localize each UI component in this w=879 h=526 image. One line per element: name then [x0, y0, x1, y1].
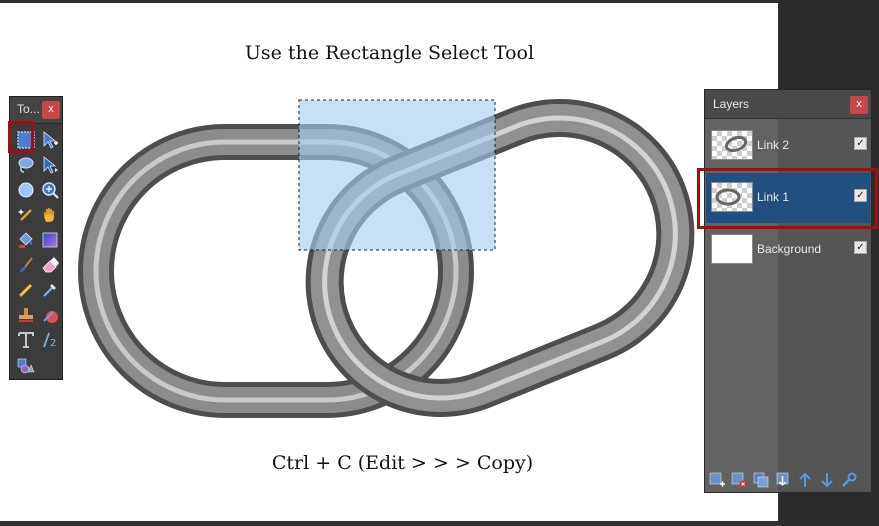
move-layer-down-button[interactable]: [818, 471, 836, 489]
pencil-icon: [18, 283, 33, 297]
pan-hand-icon: [43, 207, 55, 222]
shapes-tool[interactable]: [14, 352, 38, 377]
layer-name: Background: [757, 242, 822, 256]
duplicate-layer-icon: [753, 472, 769, 488]
recolor-tool[interactable]: [38, 302, 62, 327]
add-layer-icon: [709, 472, 725, 487]
eraser-icon: [42, 256, 59, 272]
paint-bucket-icon: [19, 231, 33, 248]
pencil-tool[interactable]: [14, 277, 38, 302]
canvas-area: Use the Rectangle Select Tool Ctrl + C (…: [0, 3, 778, 521]
layers-panel-title: Layers: [713, 97, 750, 111]
zoom-tool[interactable]: [38, 177, 62, 202]
layer-thumbnail: [711, 130, 753, 160]
ellipse-select-icon: [18, 182, 34, 197]
delete-layer-icon: [731, 472, 747, 488]
layer-name: Link 1: [757, 190, 790, 204]
layer-row-link-1[interactable]: Link 1 ✓: [706, 173, 870, 223]
merge-layer-down-icon: [776, 472, 789, 486]
magic-wand-tool[interactable]: [14, 202, 38, 227]
layers-panel: Layers x Link 2 ✓ Link 1 ✓ Background ✓: [704, 89, 872, 493]
line-curve-icon: 2: [43, 332, 56, 349]
clone-stamp-tool[interactable]: [14, 302, 38, 327]
layer-row-background[interactable]: Background ✓: [706, 225, 870, 275]
magic-wand-icon: [18, 208, 32, 221]
lasso-select-icon: [18, 157, 34, 173]
gradient-tool[interactable]: [38, 227, 62, 252]
eraser-tool[interactable]: [38, 252, 62, 277]
gradient-icon: [42, 232, 58, 247]
layer-properties-button[interactable]: [840, 471, 858, 489]
move-selected-icon: [43, 155, 58, 174]
move-layer-up-button[interactable]: [796, 471, 814, 489]
tools-grid: 2: [14, 127, 62, 377]
paintbrush-icon: [20, 256, 33, 272]
delete-layer-button[interactable]: [730, 471, 748, 489]
instruction-top: Use the Rectangle Select Tool: [244, 42, 535, 64]
layer-visibility-checkbox[interactable]: ✓: [854, 137, 867, 150]
layer-name: Link 2: [757, 138, 790, 152]
chain-link-image: [78, 99, 695, 418]
move-selected-tool[interactable]: [38, 152, 62, 177]
tools-close-button[interactable]: x: [42, 101, 60, 119]
tools-panel-header[interactable]: To... x: [10, 97, 62, 124]
layer-properties-icon: [842, 472, 857, 487]
svg-text:2: 2: [50, 338, 56, 349]
tools-panel-title: To...: [17, 102, 40, 116]
line-curve-tool[interactable]: 2: [38, 327, 62, 352]
rectangle-select-tool[interactable]: [14, 127, 38, 152]
text-tool[interactable]: [14, 327, 38, 352]
rectangle-selection[interactable]: [298, 99, 496, 251]
paintbrush-tool[interactable]: [14, 252, 38, 277]
layer-visibility-checkbox[interactable]: ✓: [854, 241, 867, 254]
move-selection-icon: [43, 130, 58, 149]
merge-layer-down-button[interactable]: [774, 471, 792, 489]
image-canvas[interactable]: [0, 3, 778, 521]
zoom-icon: [42, 181, 59, 199]
layer-thumbnail: [711, 234, 753, 264]
lasso-select-tool[interactable]: [14, 152, 38, 177]
move-layer-up-icon: [799, 472, 811, 487]
color-picker-icon: [43, 283, 56, 297]
layer-thumbnail: [711, 182, 753, 212]
move-layer-down-icon: [821, 473, 833, 488]
layers-toolbar: [705, 468, 874, 492]
text-icon: [18, 331, 34, 348]
paint-bucket-tool[interactable]: [14, 227, 38, 252]
shapes-icon: [17, 358, 35, 373]
move-selection-tool[interactable]: [38, 127, 62, 152]
layer-row-link-2[interactable]: Link 2 ✓: [706, 121, 870, 171]
rectangle-select-icon: [17, 130, 35, 149]
layer-visibility-checkbox[interactable]: ✓: [854, 189, 867, 202]
pan-tool[interactable]: [38, 202, 62, 227]
ellipse-select-tool[interactable]: [14, 177, 38, 202]
clone-stamp-icon: [19, 307, 33, 322]
layers-panel-header[interactable]: Layers x: [705, 90, 871, 119]
add-layer-button[interactable]: [708, 471, 726, 489]
duplicate-layer-button[interactable]: [752, 471, 770, 489]
instruction-bottom: Ctrl + C (Edit > > > Copy): [271, 452, 534, 474]
tools-panel: To... x: [9, 96, 63, 380]
color-picker-tool[interactable]: [38, 277, 62, 302]
layers-close-button[interactable]: x: [850, 96, 868, 114]
recolor-icon: [43, 310, 58, 323]
